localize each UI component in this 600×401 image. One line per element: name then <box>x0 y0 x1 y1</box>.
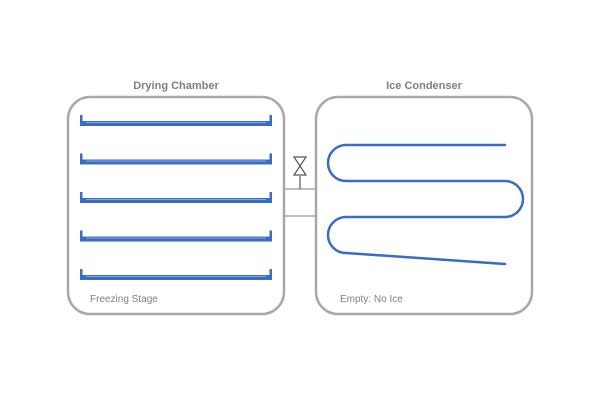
shelf <box>80 230 272 242</box>
shelf <box>80 153 272 165</box>
condenser-coil <box>326 143 525 266</box>
shelves <box>80 115 272 280</box>
valve-icon <box>292 156 308 189</box>
ice-condenser-status: Empty: No Ice <box>340 294 403 305</box>
drying-chamber-title: Drying Chamber <box>133 80 219 92</box>
ice-condenser-box <box>314 95 534 316</box>
drying-chamber-status: Freezing Stage <box>90 294 158 305</box>
shelf <box>80 115 272 126</box>
drying-chamber-box <box>66 95 286 316</box>
ice-condenser-title: Ice Condenser <box>386 80 462 92</box>
shelf <box>80 269 272 280</box>
shelf <box>80 192 272 203</box>
